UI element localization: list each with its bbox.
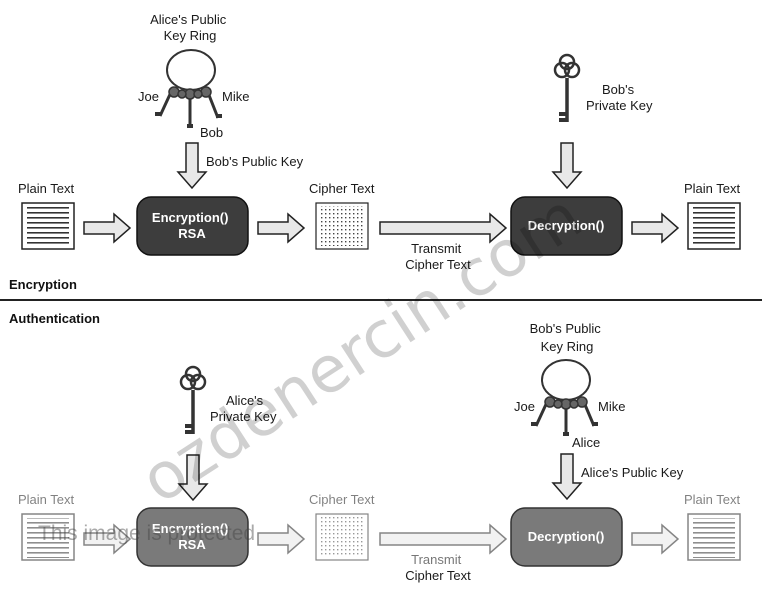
enc-encrypt-box-line2: RSA (178, 226, 206, 241)
watermark-protected: This image is protected (38, 522, 255, 545)
enc-arrow-1 (83, 212, 132, 244)
auth-private-key-label-1: Alice's (226, 393, 264, 408)
enc-ring-name-joe: Joe (138, 89, 159, 104)
enc-key-ring-line2: Key Ring (164, 28, 217, 43)
enc-key-ring-line1: Alice's Public (150, 12, 227, 27)
auth-encrypt-box (136, 507, 249, 567)
enc-cipher-text-label: Cipher Text (309, 181, 375, 196)
authentication-section: Authentication Alice's Private Key Bob's… (9, 311, 741, 583)
auth-section-title: Authentication (9, 311, 100, 326)
auth-cipher-doc-icon (315, 513, 369, 561)
enc-public-key-label: Bob's Public Key (206, 154, 304, 169)
auth-ring-name-joe: Joe (514, 399, 535, 414)
enc-encrypt-box (136, 196, 249, 256)
enc-cipher-doc-icon (315, 202, 369, 250)
auth-key-ring-icon (531, 359, 598, 436)
enc-section-title: Encryption (9, 277, 77, 292)
enc-ring-name-mike: Mike (222, 89, 249, 104)
auth-encrypt-box-label: Encryption() RSA (152, 521, 232, 552)
enc-private-key-label-1: Bob's (602, 82, 635, 97)
enc-arrow-2 (257, 212, 306, 244)
auth-plain-text-right-doc-icon (687, 513, 741, 561)
enc-key-ring-icon (155, 49, 222, 128)
enc-plain-text-left-label: Plain Text (18, 181, 75, 196)
auth-key-ring-line1: Bob's Public (530, 321, 602, 336)
auth-ring-name-alice: Alice (572, 435, 600, 450)
auth-decrypt-box (510, 507, 623, 567)
auth-plain-text-left-doc-icon (21, 513, 75, 561)
enc-transmit-line2: Cipher Text (405, 257, 471, 272)
enc-decrypt-box-label: Decryption() (528, 218, 605, 233)
auth-plain-text-left-label: Plain Text (18, 492, 75, 507)
enc-private-key-label-2: Private Key (586, 98, 653, 113)
auth-public-key-arrow (551, 453, 583, 501)
enc-encrypt-box-line1: Encryption() (152, 210, 229, 225)
enc-transmit-label: Transmit Cipher Text (405, 241, 471, 272)
auth-private-key-label-2: Private Key (210, 409, 277, 424)
enc-key-ring-label: Alice's Public Key Ring (150, 12, 230, 43)
auth-ring-name-mike: Mike (598, 399, 625, 414)
enc-private-key-arrow (551, 142, 583, 190)
encryption-section: Alice's Public Key Ring (9, 12, 741, 292)
enc-transmit-arrow (379, 212, 508, 244)
auth-key-ring-line2: Key Ring (541, 339, 594, 354)
auth-plain-text-right-label: Plain Text (684, 492, 741, 507)
auth-decrypt-box-label: Decryption() (528, 529, 605, 544)
auth-cipher-text-label: Cipher Text (309, 492, 375, 507)
auth-transmit-line2: Cipher Text (405, 568, 471, 583)
enc-ring-name-bob: Bob (200, 125, 223, 140)
auth-transmit-line1: Transmit (411, 552, 461, 567)
enc-encrypt-box-label: Encryption() RSA (152, 210, 232, 241)
auth-private-key-arrow (177, 454, 209, 502)
enc-public-key-arrow (176, 142, 208, 190)
auth-transmit-arrow (379, 523, 508, 555)
auth-transmit-label: Transmit Cipher Text (405, 552, 471, 583)
enc-arrow-3 (631, 212, 680, 244)
auth-encrypt-box-line1: Encryption() (152, 521, 229, 536)
enc-plain-text-left-doc-icon (21, 202, 75, 250)
auth-arrow-3 (631, 523, 680, 555)
enc-private-key-icon (553, 53, 581, 122)
auth-public-key-label: Alice's Public Key (581, 465, 684, 480)
enc-decrypt-box (510, 196, 623, 256)
auth-arrow-1 (83, 523, 132, 555)
auth-encrypt-box-line2: RSA (178, 537, 206, 552)
auth-arrow-2 (257, 523, 306, 555)
enc-plain-text-right-doc-icon (687, 202, 741, 250)
enc-transmit-line1: Transmit (411, 241, 461, 256)
auth-key-ring-label: Bob's Public Key Ring (530, 321, 605, 354)
auth-private-key-icon (179, 365, 207, 434)
enc-plain-text-right-label: Plain Text (684, 181, 741, 196)
